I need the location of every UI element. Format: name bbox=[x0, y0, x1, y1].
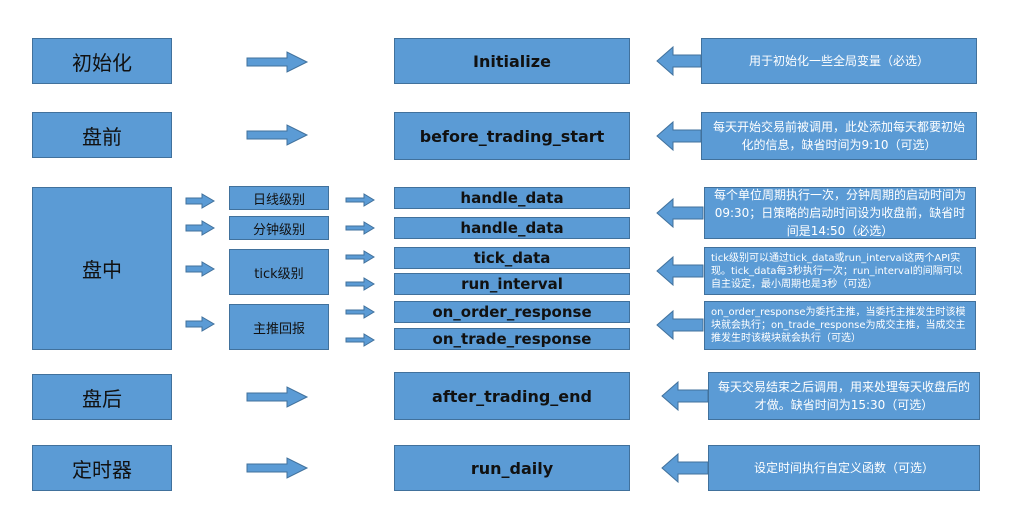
sub-push-label: 主推回报 bbox=[252, 321, 305, 337]
phase-intraday-label: 盘中 bbox=[82, 258, 122, 282]
sub-daily-label: 日线级别 bbox=[252, 192, 305, 208]
arrow-right-icon bbox=[345, 333, 375, 347]
func-before-trading-start-label: before_trading_start bbox=[419, 126, 605, 146]
arrow-left-icon bbox=[656, 120, 702, 152]
arrow-right-icon bbox=[345, 221, 375, 235]
desc-post: 每天交易结束之后调用，用来处理每天收盘后的才做。缺省时间为15:30（可选） bbox=[708, 372, 980, 420]
phase-pre-label: 盘前 bbox=[82, 124, 122, 149]
func-handle-data-daily-label: handle_data bbox=[460, 189, 564, 207]
desc-init: 用于初始化一些全局变量（必选） bbox=[701, 38, 977, 84]
func-run-interval-label: run_interval bbox=[461, 275, 563, 293]
phase-timer-label: 定时器 bbox=[72, 457, 132, 482]
func-run-interval: run_interval bbox=[394, 273, 630, 295]
sub-daily: 日线级别 bbox=[229, 186, 329, 210]
sub-minute: 分钟级别 bbox=[229, 216, 329, 240]
desc-handle: 每个单位周期执行一次，分钟周期的启动时间为09:30；日策略的启动时间设为收盘前… bbox=[704, 187, 976, 239]
arrow-right-icon bbox=[345, 277, 375, 291]
sub-push: 主推回报 bbox=[229, 304, 329, 350]
arrow-right-icon bbox=[185, 220, 215, 236]
phase-init-label: 初始化 bbox=[72, 50, 132, 75]
sub-tick-label: tick级别 bbox=[254, 266, 304, 282]
arrow-right-icon bbox=[246, 386, 309, 408]
func-run-daily-label: run_daily bbox=[470, 458, 554, 478]
sub-minute-label: 分钟级别 bbox=[252, 222, 305, 238]
arrow-right-icon bbox=[185, 261, 215, 277]
desc-timer-text: 设定时间执行自定义函数（可选） bbox=[753, 461, 934, 475]
desc-timer: 设定时间执行自定义函数（可选） bbox=[708, 445, 980, 491]
phase-timer: 定时器 bbox=[32, 445, 172, 491]
func-on-order-response-label: on_order_response bbox=[432, 303, 592, 321]
func-after-trading-end: after_trading_end bbox=[394, 372, 630, 420]
func-handle-data-minute-label: handle_data bbox=[460, 219, 564, 237]
func-after-trading-end-label: after_trading_end bbox=[432, 386, 592, 406]
desc-tick: tick级别可以通过tick_data或run_interval这两个API实现… bbox=[704, 247, 976, 295]
arrow-right-icon bbox=[345, 305, 375, 319]
phase-post: 盘后 bbox=[32, 374, 172, 420]
arrow-right-icon bbox=[185, 193, 215, 209]
arrow-left-icon bbox=[661, 380, 709, 412]
func-tick-data-label: tick_data bbox=[473, 249, 551, 267]
arrow-left-icon bbox=[656, 197, 704, 229]
phase-init: 初始化 bbox=[32, 38, 172, 84]
arrow-right-icon bbox=[185, 316, 215, 332]
func-handle-data-minute: handle_data bbox=[394, 217, 630, 239]
desc-pre-text: 每天开始交易前被调用，此处添加每天都要初始化的信息，缺省时间为9:10（可选） bbox=[712, 120, 965, 152]
desc-push-text: on_order_response为委托主推，当委托主推发生时该模块就会执行；o… bbox=[711, 307, 966, 344]
func-initialize: Initialize bbox=[394, 38, 630, 84]
desc-pre: 每天开始交易前被调用，此处添加每天都要初始化的信息，缺省时间为9:10（可选） bbox=[701, 112, 977, 160]
func-on-order-response: on_order_response bbox=[394, 301, 630, 323]
arrow-right-icon bbox=[246, 51, 309, 73]
arrow-left-icon bbox=[661, 452, 709, 484]
arrow-left-icon bbox=[656, 255, 704, 287]
func-on-trade-response-label: on_trade_response bbox=[432, 330, 592, 348]
desc-init-text: 用于初始化一些全局变量（必选） bbox=[748, 54, 929, 68]
desc-handle-text: 每个单位周期执行一次，分钟周期的启动时间为09:30；日策略的启动时间设为收盘前… bbox=[713, 188, 966, 238]
func-handle-data-daily: handle_data bbox=[394, 187, 630, 209]
desc-push: on_order_response为委托主推，当委托主推发生时该模块就会执行；o… bbox=[704, 301, 976, 350]
arrow-left-icon bbox=[656, 45, 702, 77]
phase-post-label: 盘后 bbox=[82, 386, 122, 411]
func-on-trade-response: on_trade_response bbox=[394, 328, 630, 350]
desc-post-text: 每天交易结束之后调用，用来处理每天收盘后的才做。缺省时间为15:30（可选） bbox=[717, 380, 970, 412]
arrow-right-icon bbox=[246, 124, 309, 146]
func-before-trading-start: before_trading_start bbox=[394, 112, 630, 160]
arrow-left-icon bbox=[656, 309, 704, 341]
phase-intraday: 盘中 bbox=[32, 187, 172, 350]
arrow-right-icon bbox=[345, 193, 375, 207]
func-tick-data: tick_data bbox=[394, 247, 630, 269]
func-run-daily: run_daily bbox=[394, 445, 630, 491]
desc-tick-text: tick级别可以通过tick_data或run_interval这两个API实现… bbox=[711, 252, 963, 290]
arrow-right-icon bbox=[246, 457, 309, 479]
sub-tick: tick级别 bbox=[229, 249, 329, 295]
phase-pre: 盘前 bbox=[32, 112, 172, 158]
func-initialize-label: Initialize bbox=[473, 51, 551, 71]
arrow-right-icon bbox=[345, 250, 375, 264]
